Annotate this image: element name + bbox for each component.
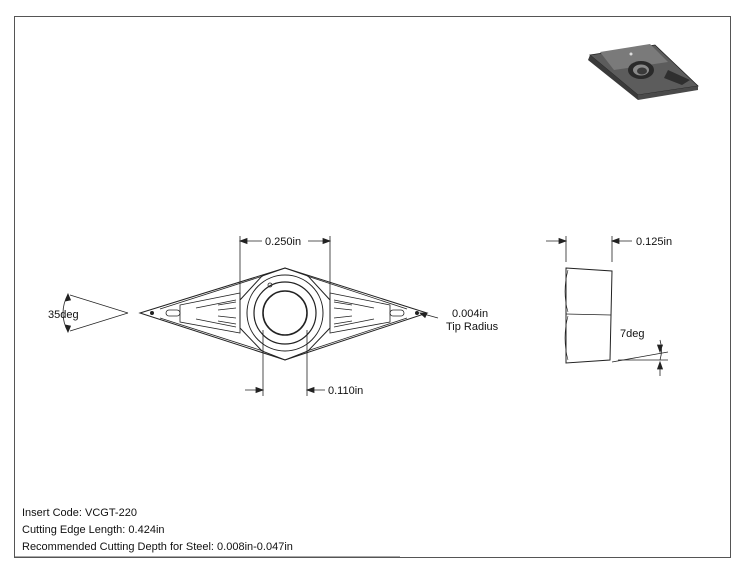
dim-width [238, 236, 332, 300]
dim-hole-label: 0.110in [328, 385, 363, 397]
hole-counterbore [253, 281, 317, 345]
chipbreaker-left [165, 292, 241, 334]
dim-tip-radius-value: 0.004in [452, 308, 488, 320]
marker-dot [267, 282, 273, 288]
dim-hole [245, 330, 325, 396]
cutting-depth-text: Recommended Cutting Depth for Steel: 0.0… [22, 541, 293, 553]
side-profile [565, 267, 613, 364]
dim-thickness [546, 236, 632, 262]
dim-clearance-angle [611, 339, 669, 376]
cutting-edge-length-text: Cutting Edge Length: 0.424in [22, 524, 165, 536]
insert-code-text: Insert Code: VCGT-220 [22, 507, 137, 519]
dim-tip-radius-label: Tip Radius [446, 321, 499, 333]
dim-tip-radius [418, 312, 439, 319]
drawing-border [14, 16, 731, 558]
dim-included-angle [62, 292, 129, 334]
hole-through [262, 290, 308, 336]
dim-width-label: 0.250in [265, 236, 301, 248]
insert-top-view [138, 267, 429, 361]
insert-side-view [564, 267, 613, 364]
dim-clearance-angle-label: 7deg [620, 328, 644, 340]
chipbreaker-right [329, 292, 405, 334]
hole-outer [246, 274, 324, 352]
dim-thickness-label: 0.125in [636, 236, 672, 248]
dim-included-angle-label: 35deg [48, 309, 79, 321]
isometric-view [588, 44, 699, 100]
